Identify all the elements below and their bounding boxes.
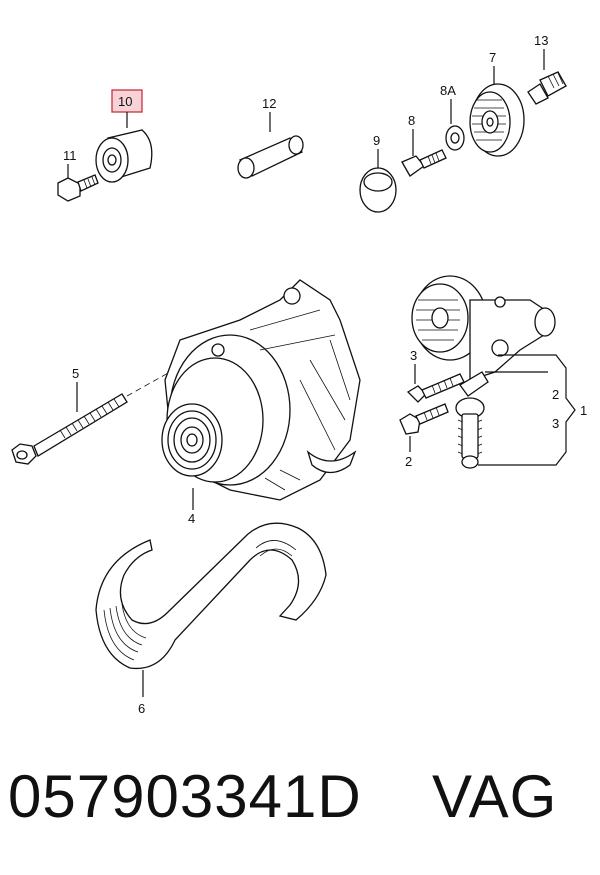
part-number: 057903341D: [8, 763, 362, 830]
bracket-label-2: 2: [552, 387, 559, 402]
callout-6: 6: [138, 701, 145, 716]
part-8a-washer[interactable]: 8A: [440, 83, 465, 151]
bracket-label-3: 3: [552, 416, 559, 431]
part-2-bolt[interactable]: 2: [399, 403, 449, 469]
part-9-cap[interactable]: 9: [359, 133, 397, 213]
callout-13: 13: [534, 33, 548, 48]
callout-4: 4: [188, 511, 195, 526]
part-13-stud[interactable]: 13: [527, 33, 567, 105]
callout-10: 10: [118, 94, 132, 109]
brand-name: VAG: [432, 763, 558, 830]
part-6-ribbed-belt[interactable]: 6: [95, 522, 327, 716]
part-10-idler-pulley[interactable]: 10: [95, 89, 153, 183]
callout-9: 9: [373, 133, 380, 148]
part-8-bolt[interactable]: 8: [401, 113, 447, 177]
callout-8: 8: [408, 113, 415, 128]
part-5-long-bolt[interactable]: 5: [11, 366, 171, 465]
exploded-parts-diagram: 10 11 12 9 8 8A: [11, 33, 587, 716]
callout-8a: 8A: [440, 83, 456, 98]
part-7-tensioner-pulley[interactable]: 7: [469, 50, 525, 157]
caption-bar: 057903341D VAG: [0, 760, 600, 860]
callout-2: 2: [405, 454, 412, 469]
bracket-label-1: 1: [580, 403, 587, 418]
part-3-bolt[interactable]: 3: [406, 348, 465, 403]
bracket-group: 2 3 1: [478, 354, 587, 466]
callout-11: 11: [63, 148, 77, 163]
callout-3: 3: [410, 348, 417, 363]
part-4-alternator[interactable]: 4: [161, 279, 361, 526]
callout-5: 5: [72, 366, 79, 381]
callout-7: 7: [489, 50, 496, 65]
callout-12: 12: [262, 96, 276, 111]
tensioner-assembly[interactable]: [411, 275, 556, 469]
part-11-bolt[interactable]: 11: [57, 148, 99, 202]
part-12-sleeve[interactable]: 12: [237, 96, 304, 179]
